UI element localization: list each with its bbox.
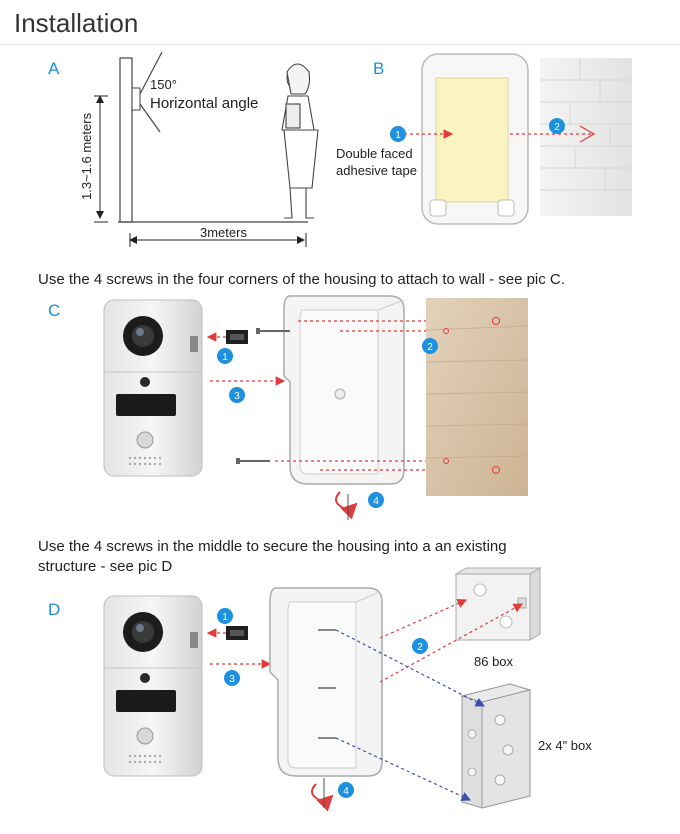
housing-d <box>269 587 383 777</box>
connector-c <box>226 330 248 344</box>
step-badge-c-1: 1 <box>217 348 233 364</box>
svg-text:1: 1 <box>222 352 228 363</box>
svg-text:2: 2 <box>427 342 433 353</box>
arrow-d-86-top <box>379 599 468 639</box>
arrow-d-2x4-top <box>335 629 486 707</box>
box-2x4-label: 2x 4" box <box>538 738 592 753</box>
section-letter-a: A <box>48 59 60 78</box>
screw-icon-c-top <box>256 328 290 334</box>
step-badge-c-2: 2 <box>422 338 438 354</box>
housing-c <box>283 295 405 485</box>
tape-label-line-2: adhesive tape <box>336 163 417 178</box>
wooden-wall <box>425 298 529 496</box>
svg-text:4: 4 <box>373 496 379 507</box>
svg-text:2: 2 <box>417 642 423 653</box>
step-badge-c-4: 4 <box>368 492 384 508</box>
step-badge-c-3: 3 <box>229 387 245 403</box>
2x4-box <box>460 683 532 809</box>
svg-text:1: 1 <box>222 612 228 623</box>
viewing-angle-line-bottom <box>139 103 161 133</box>
svg-text:3: 3 <box>234 391 240 402</box>
86-box <box>454 567 542 641</box>
title-divider <box>0 44 680 45</box>
page-title: Installation <box>14 8 139 38</box>
step-badge-d-2: 2 <box>412 638 428 654</box>
section-letter-b: B <box>373 59 384 78</box>
instruction-d-line-2: structure - see pic D <box>38 558 173 575</box>
arrow-d-2x4-bottom <box>335 737 472 801</box>
step-badge-b-1: 1 <box>390 126 406 142</box>
step-badge-b-2: 2 <box>549 118 565 134</box>
arrow-b-2-head <box>579 125 596 143</box>
step-badge-d-4: 4 <box>338 782 354 798</box>
backplate-foot-left <box>429 199 447 217</box>
doorbell-device-c <box>103 299 203 477</box>
box-86-label: 86 box <box>474 654 514 669</box>
step-badge-d-1: 1 <box>217 608 233 624</box>
svg-text:4: 4 <box>343 786 349 797</box>
doorbell-on-wall <box>131 87 141 111</box>
step-badge-d-3: 3 <box>224 670 240 686</box>
connector-d <box>226 626 248 640</box>
angle-value: 150° <box>150 77 177 92</box>
instruction-c: Use the 4 screws in the four corners of … <box>38 271 565 288</box>
backplate-foot-right <box>497 199 515 217</box>
svg-text:1: 1 <box>395 130 401 141</box>
wall <box>119 57 133 223</box>
angle-label: Horizontal angle <box>150 95 258 112</box>
viewing-angle-line-top <box>139 51 163 95</box>
svg-text:3: 3 <box>229 674 235 685</box>
instruction-d-line-1: Use the 4 screws in the middle to secure… <box>38 538 507 555</box>
section-letter-d: D <box>48 600 60 619</box>
doorbell-device-d <box>103 595 203 777</box>
distance-label: 3meters <box>200 225 247 240</box>
brick-wall <box>540 58 632 216</box>
person-figure <box>281 63 319 219</box>
tape-label-line-1: Double faced <box>336 146 413 161</box>
height-label: 1.3~1.6 meters <box>79 112 94 200</box>
adhesive-tape-area <box>435 77 509 203</box>
section-letter-c: C <box>48 301 60 320</box>
svg-text:2: 2 <box>554 122 560 133</box>
screw-icon-c-bottom <box>236 458 270 464</box>
rotate-arrow-icon-d <box>311 778 334 812</box>
rotate-arrow-icon-c <box>335 491 358 520</box>
